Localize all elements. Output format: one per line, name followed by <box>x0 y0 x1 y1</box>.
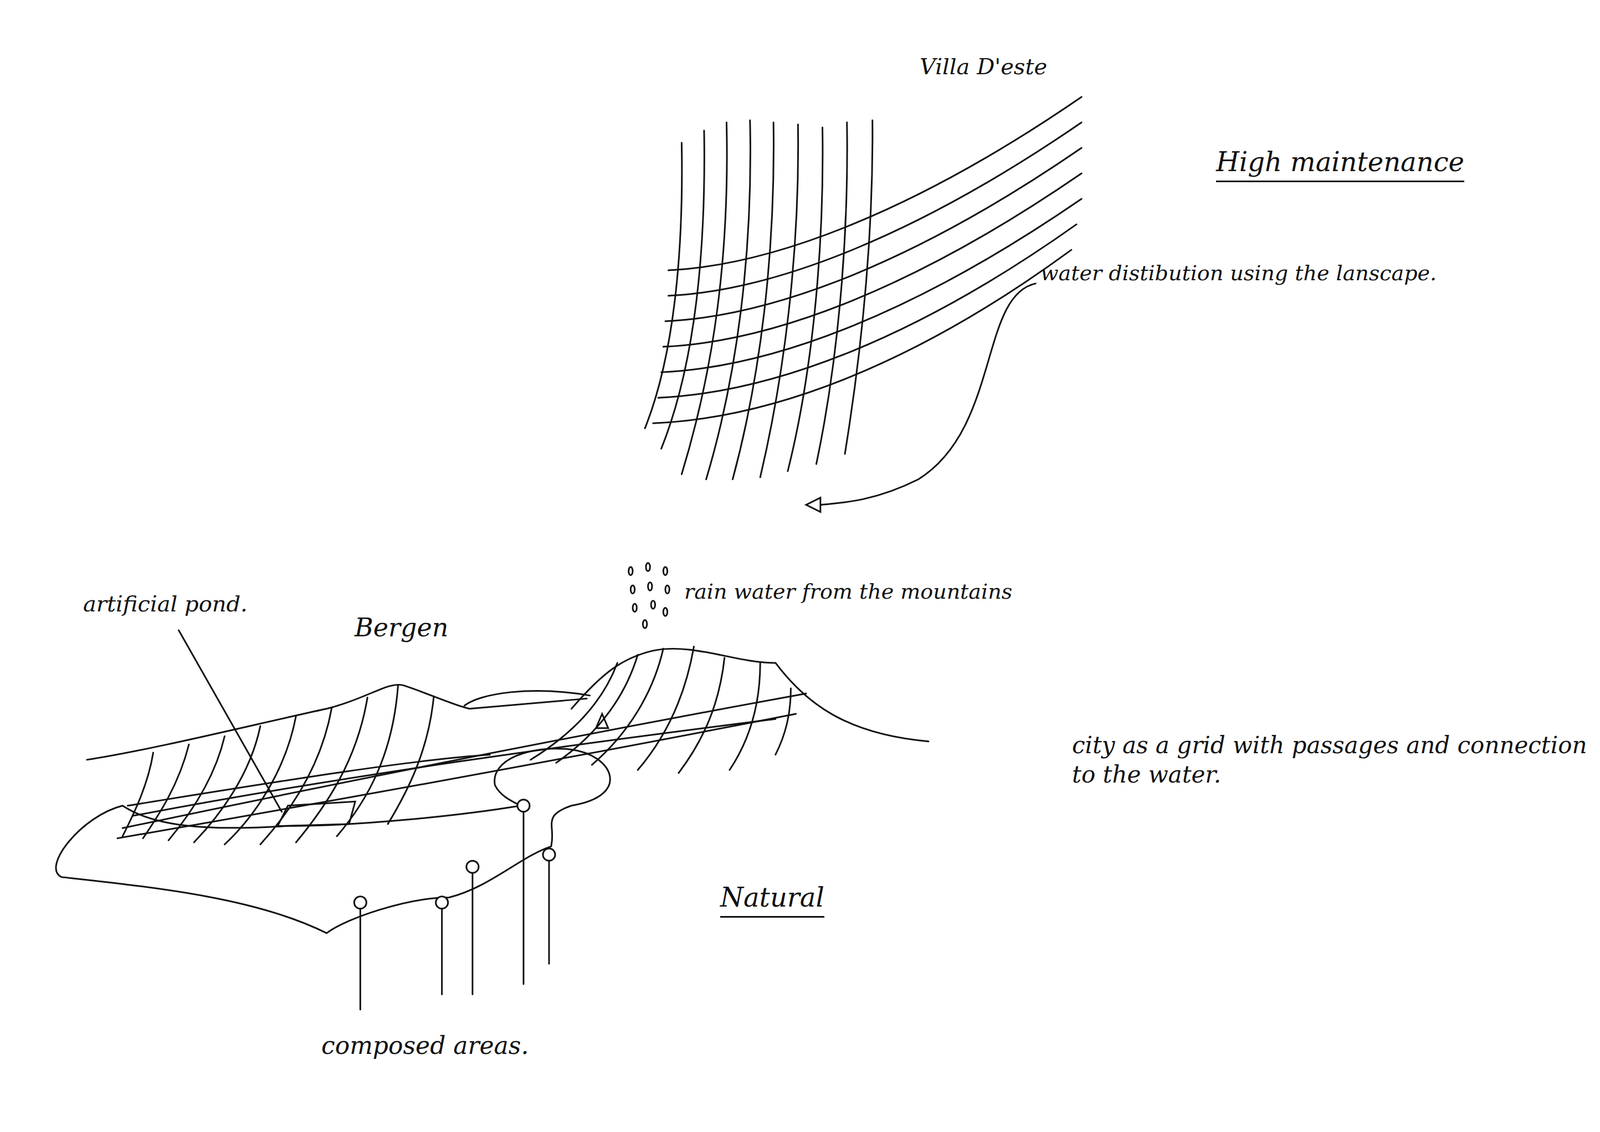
heading-note: High maintenance <box>1216 145 1465 183</box>
annotation-text: rain water from the mountains <box>684 578 1013 606</box>
heading-note: Natural <box>720 880 825 919</box>
title-note: Villa D'este <box>919 52 1048 81</box>
annotation-text: water distibution using the lanscape. <box>1040 260 1437 287</box>
annotation-text: city as a grid with passages and connect… <box>1072 731 1593 790</box>
place-name: Bergen <box>354 612 449 645</box>
callout-label: artificial pond. <box>83 590 248 618</box>
callout-label: composed areas. <box>321 1030 529 1061</box>
